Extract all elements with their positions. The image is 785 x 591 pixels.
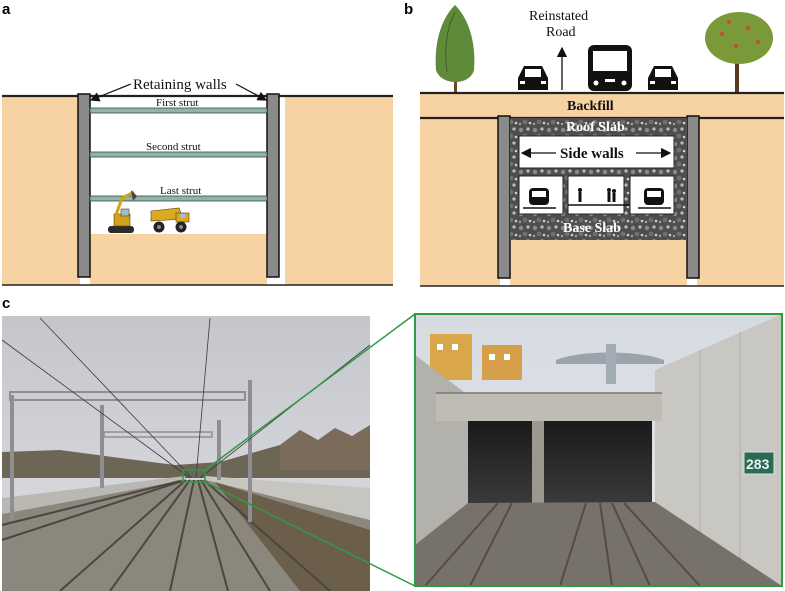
platform-cell-mid [567, 175, 625, 215]
callout-line-top [204, 313, 416, 471]
tree-icon [705, 12, 773, 92]
soil-right-a [285, 96, 393, 285]
retaining-walls-label: Retaining walls [133, 77, 227, 93]
panel-c: c [1, 295, 783, 591]
panel-c-letter: c [2, 295, 10, 312]
tunnel-portal-photo: 283 [415, 314, 782, 587]
tree-icon [435, 5, 475, 92]
soil-right-b [697, 118, 784, 286]
km-marker-sign [743, 451, 775, 475]
distant-tunnel-highlight [182, 469, 206, 483]
person-icon [578, 188, 582, 202]
backfill-layer [420, 93, 784, 118]
car-icon [648, 66, 678, 90]
first-strut [89, 107, 268, 114]
bus-icon [588, 45, 632, 91]
train-icon [523, 188, 556, 209]
reinstated-road-label-line1: Reinstated [529, 9, 588, 24]
second-strut-label: Second strut [146, 141, 201, 153]
last-strut-label: Last strut [160, 185, 201, 197]
car-icon [518, 66, 548, 90]
retaining-wall-left [77, 93, 91, 278]
side-walls-label: Side walls [560, 146, 624, 162]
retaining-wall-left-b [497, 115, 511, 279]
km-marker-label: 283 [746, 456, 770, 472]
panel-a-letter: a [2, 1, 11, 18]
dump-truck-icon [150, 207, 190, 233]
train-icon [638, 188, 671, 209]
excavation-floor-a [90, 234, 267, 285]
retaining-walls-arrow-left [89, 83, 132, 102]
excavator-icon [108, 190, 137, 233]
retaining-wall-right-b [686, 115, 700, 279]
roof-slab-label: Roof Slab [566, 120, 625, 135]
first-strut-label: First strut [156, 97, 198, 109]
callout-line-bottom [204, 481, 416, 587]
panel-a: a Retaining walls First strut Second str… [2, 1, 393, 286]
last-strut [89, 195, 268, 202]
panel-b-letter: b [404, 1, 413, 18]
backfill-label: Backfill [567, 99, 614, 114]
retaining-wall-right [266, 93, 280, 278]
railway-photo [1, 316, 371, 591]
zoom-frame [414, 313, 783, 587]
person-icon [607, 188, 616, 202]
retaining-walls-arrow-right [235, 83, 268, 101]
soil-below-b [510, 240, 687, 286]
soil-left-b [420, 118, 500, 286]
soil-left-a [2, 96, 80, 285]
base-slab-label: Base Slab [563, 221, 621, 236]
reinstated-road-label-line2: Road [546, 25, 576, 40]
panel-b: b Backfill Roof Slab Side walls Base Sla… [404, 1, 784, 287]
side-walls-void [518, 135, 675, 169]
second-strut [89, 151, 268, 158]
